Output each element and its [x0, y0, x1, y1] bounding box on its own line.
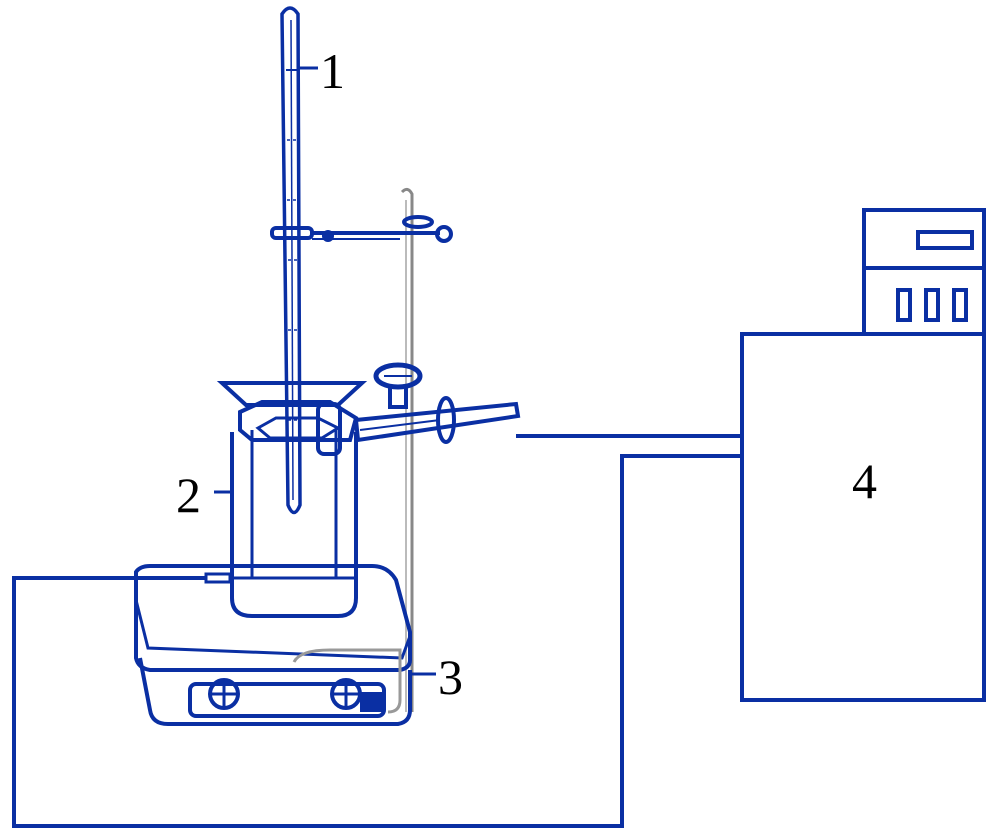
label-stirrer: 3	[438, 649, 463, 705]
label-thermometer: 1	[320, 43, 345, 99]
thermometer-icon	[280, 6, 302, 515]
beaker-icon	[204, 400, 359, 618]
support-stand-icon	[400, 187, 434, 712]
valve-icon	[353, 362, 521, 444]
magnetic-stirrer-icon	[134, 564, 412, 726]
leader-lines	[214, 66, 436, 676]
label-bath: 4	[852, 453, 877, 509]
label-beaker: 2	[176, 467, 201, 523]
clamp-icon	[270, 225, 453, 243]
thermostatic-bath-icon	[740, 208, 986, 702]
connecting-tubes	[12, 434, 742, 828]
